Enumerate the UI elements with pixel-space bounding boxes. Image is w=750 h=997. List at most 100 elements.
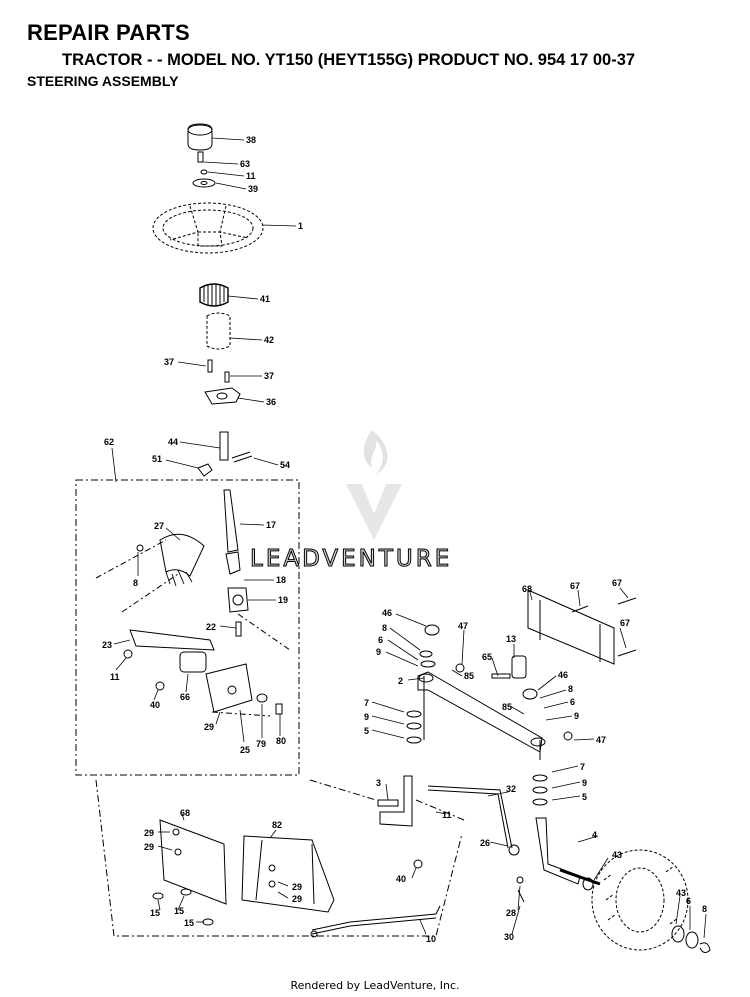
callout-17: 17 xyxy=(266,520,276,530)
column-sleeve xyxy=(206,312,231,350)
cotter-washer xyxy=(516,876,524,884)
callout-43-bottom: 43 xyxy=(676,888,686,898)
callout-32: 32 xyxy=(506,784,516,794)
callout-29-box: 29 xyxy=(204,722,214,732)
grease-fitting-left xyxy=(455,663,465,673)
flat-washer xyxy=(192,178,216,188)
bolt-right xyxy=(224,371,230,383)
callout-27: 27 xyxy=(154,521,164,531)
bolt-54 xyxy=(231,451,253,463)
callout-26: 26 xyxy=(480,838,490,848)
callout-11-axle: 11 xyxy=(442,810,452,820)
callout-41: 41 xyxy=(260,294,270,304)
nut-40 xyxy=(155,681,165,691)
steering-gear-kit xyxy=(95,489,291,717)
sector-gear xyxy=(159,533,205,577)
callout-23: 23 xyxy=(102,640,112,650)
cap-46-left xyxy=(424,624,440,636)
callout-47-right: 47 xyxy=(596,735,606,745)
callout-9-right: 9 xyxy=(574,711,579,721)
part-callouts: 38 63 11 39 1 41 42 37 37 36 62 44 51 54… xyxy=(102,135,707,944)
callout-15-b: 15 xyxy=(174,906,184,916)
callout-29-a: 29 xyxy=(144,828,154,838)
callout-51: 51 xyxy=(152,454,162,464)
callout-80: 80 xyxy=(276,736,286,746)
nut-11 xyxy=(123,649,133,659)
frame-bracket-group xyxy=(95,779,465,938)
wheel-hub-cap xyxy=(685,931,699,949)
callout-65: 65 xyxy=(482,652,492,662)
callout-6-right: 6 xyxy=(570,697,575,707)
callout-8-wheel: 8 xyxy=(702,904,707,914)
page-title: REPAIR PARTS xyxy=(27,20,190,45)
callout-62: 62 xyxy=(104,437,114,447)
set-screw xyxy=(235,621,242,637)
watermark-text: LEADVENTURE xyxy=(250,546,452,572)
callout-8-left: 8 xyxy=(382,623,387,633)
callout-63: 63 xyxy=(240,159,250,169)
front-axle xyxy=(417,671,543,753)
bracket-68 xyxy=(159,819,227,905)
callout-37-right: 37 xyxy=(264,371,274,381)
callout-3: 3 xyxy=(376,778,381,788)
callout-2: 2 xyxy=(398,676,403,686)
callout-15-a: 15 xyxy=(150,908,160,918)
bolt-80 xyxy=(275,703,283,715)
callout-6-wheel: 6 xyxy=(686,896,691,906)
callout-39: 39 xyxy=(248,184,258,194)
steering-wheel-group xyxy=(152,123,264,477)
callout-25: 25 xyxy=(240,745,250,755)
callout-7-left: 7 xyxy=(364,698,369,708)
callout-28: 28 xyxy=(506,908,516,918)
steering-shaft-upper xyxy=(219,431,229,461)
axle-frame-bracket xyxy=(527,589,615,665)
steering-cap xyxy=(187,123,213,151)
callout-40-bottom: 40 xyxy=(396,874,406,884)
steering-gear-kit-box xyxy=(75,479,300,776)
callout-29-c: 29 xyxy=(292,882,302,892)
callout-47-top: 47 xyxy=(458,621,468,631)
callout-22: 22 xyxy=(206,622,216,632)
callout-5-left: 5 xyxy=(364,726,369,736)
v-logo-icon xyxy=(346,484,402,540)
callout-82: 82 xyxy=(272,820,282,830)
callout-11-box: 11 xyxy=(110,672,120,682)
callout-9-left: 9 xyxy=(376,647,381,657)
callout-46-left: 46 xyxy=(382,608,392,618)
callout-29-d: 29 xyxy=(292,894,302,904)
callout-5-right: 5 xyxy=(582,792,587,802)
callout-67-a: 67 xyxy=(570,581,580,591)
cap-bolt xyxy=(197,151,204,163)
steering-wheel xyxy=(152,202,264,254)
callout-68-bottom: 68 xyxy=(180,808,190,818)
nut-51 xyxy=(197,463,213,477)
tie-rod xyxy=(427,785,513,849)
clip-8 xyxy=(136,544,144,552)
callout-8-box: 8 xyxy=(133,578,138,588)
axle-bushing-left xyxy=(418,673,434,683)
front-axle-group xyxy=(377,589,711,954)
pivot-tube xyxy=(511,655,527,679)
callout-85-right: 85 xyxy=(502,702,512,712)
lock-nut-40 xyxy=(413,859,423,869)
callout-1: 1 xyxy=(298,221,303,231)
cap-46-right xyxy=(522,688,538,700)
callout-6-left: 6 xyxy=(378,635,383,645)
retaining-ring xyxy=(699,942,711,954)
callout-66: 66 xyxy=(180,692,190,702)
callout-40-box: 40 xyxy=(150,700,160,710)
callout-79: 79 xyxy=(256,739,266,749)
callout-67-c: 67 xyxy=(620,618,630,628)
axle-bushing-right xyxy=(530,737,546,747)
shaft-bracket xyxy=(129,629,215,651)
callout-15-c: 15 xyxy=(184,918,194,928)
grease-fitting-right xyxy=(563,731,573,741)
cotter-pin xyxy=(517,889,525,903)
mount-bolt-2 xyxy=(617,597,637,605)
callout-68-top: 68 xyxy=(522,584,532,594)
callout-67-b: 67 xyxy=(612,578,622,588)
callout-4: 4 xyxy=(592,830,597,840)
spindle-left xyxy=(379,775,413,827)
footer-credit: Rendered by LeadVenture, Inc. xyxy=(290,979,460,992)
